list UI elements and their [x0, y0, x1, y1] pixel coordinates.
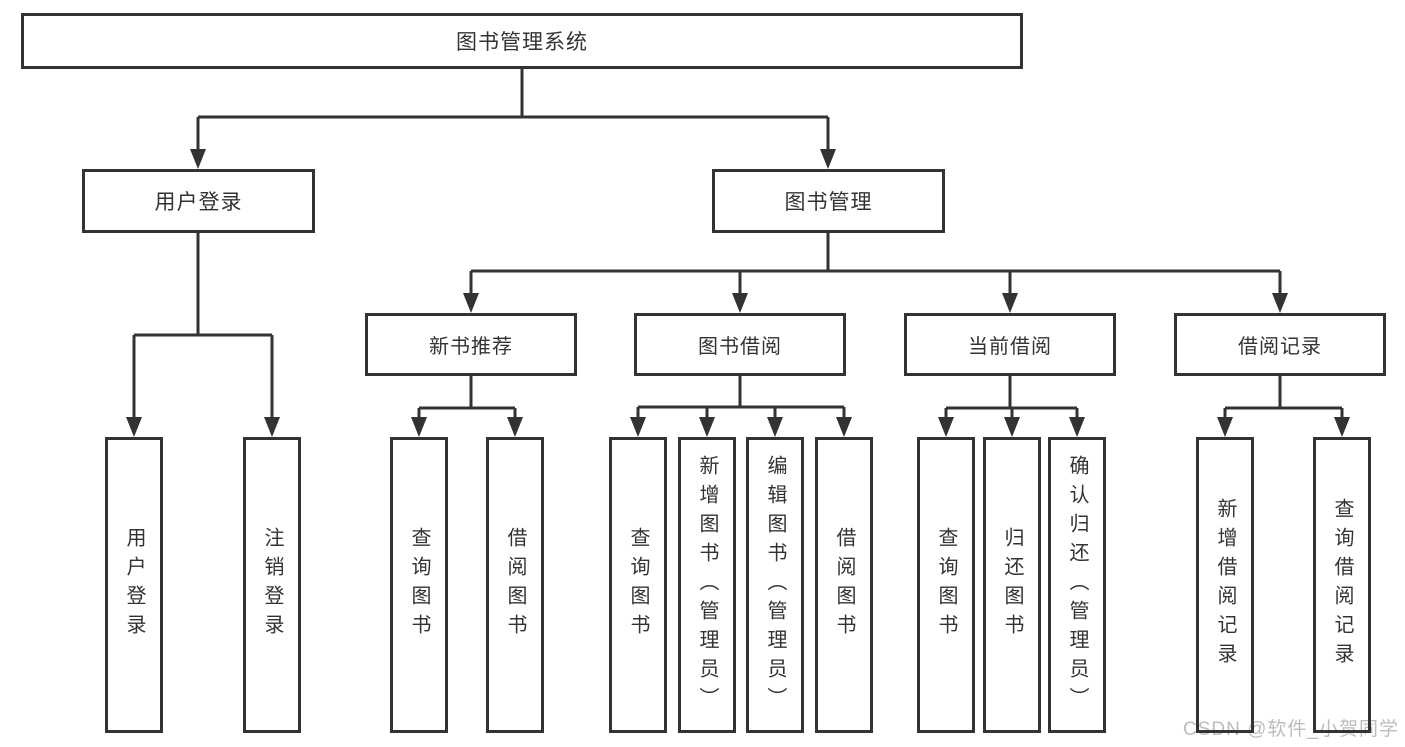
- leaf-edit-books-admin: 编辑图书（管理员）: [746, 437, 804, 733]
- node-book-management: 图书管理: [712, 169, 945, 233]
- leaf-logout-login: 注销登录: [243, 437, 301, 733]
- node-user-login: 用户登录: [82, 169, 315, 233]
- arrowheads: [126, 149, 1350, 437]
- leaf-confirm-return-admin: 确认归还（管理员）: [1048, 437, 1106, 733]
- leaf-borrow-books: 借阅图书: [815, 437, 873, 733]
- connector-lines: [132, 69, 1344, 419]
- leaf-user-login: 用户登录: [105, 437, 163, 733]
- leaf-add-borrow-record: 新增借阅记录: [1196, 437, 1254, 733]
- leaf-query-borrow-record: 查询借阅记录: [1313, 437, 1371, 733]
- node-borrowing-records: 借阅记录: [1174, 313, 1386, 376]
- leaf-return-books: 归还图书: [983, 437, 1041, 733]
- leaf-borrow-books-recommend: 借阅图书: [486, 437, 544, 733]
- node-new-book-recommend: 新书推荐: [365, 313, 577, 376]
- node-current-borrowing: 当前借阅: [904, 313, 1116, 376]
- node-book-borrowing: 图书借阅: [634, 313, 846, 376]
- leaf-query-books-recommend: 查询图书: [390, 437, 448, 733]
- node-root-library-system: 图书管理系统: [21, 13, 1023, 69]
- leaf-query-books-current: 查询图书: [917, 437, 975, 733]
- csdn-watermark: CSDN @软件_小贺同学: [1183, 719, 1399, 740]
- leaf-query-books-borrowing: 查询图书: [609, 437, 667, 733]
- leaf-add-books-admin: 新增图书（管理员）: [678, 437, 736, 733]
